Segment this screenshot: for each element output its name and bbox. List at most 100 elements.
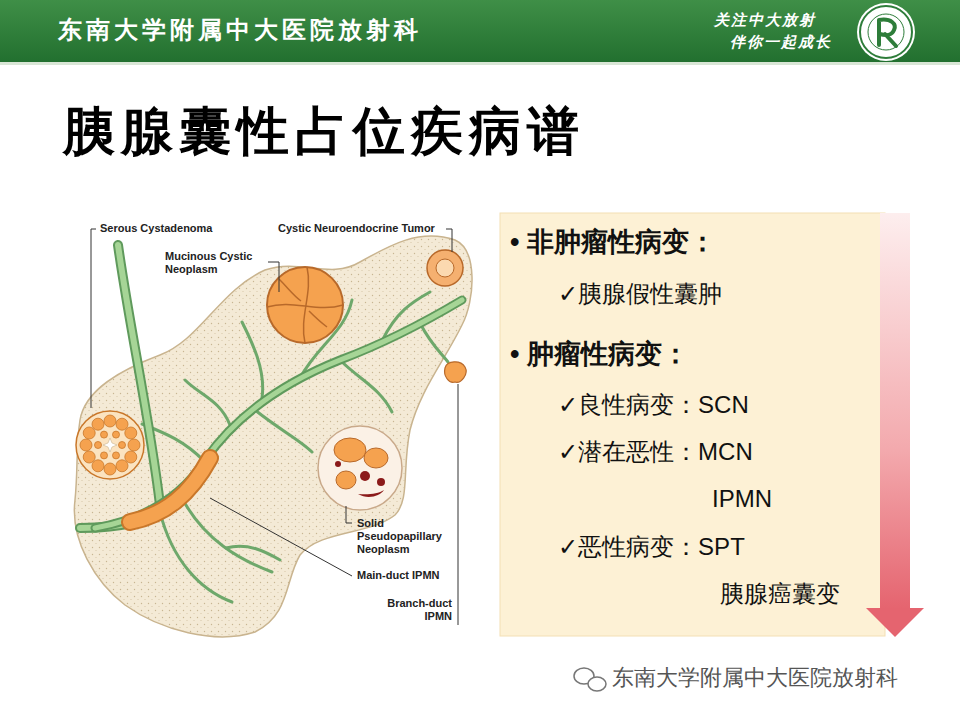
bile-duct	[80, 245, 160, 528]
check-item: IPMN	[712, 485, 772, 514]
wechat-icon	[574, 668, 606, 691]
serous-cystadenoma	[92, 460, 104, 472]
pancreas-illustration	[74, 236, 472, 637]
branch-duct	[420, 323, 448, 362]
part-label: Main-duct IPMN	[357, 569, 440, 582]
cystic-neuroendocrine-tumor	[427, 250, 463, 286]
branch-duct	[340, 360, 392, 412]
hospital-logo	[857, 3, 915, 61]
branch-duct	[160, 512, 232, 602]
classification-panel: • 非肿瘤性病变： ✓胰腺假性囊肿 • 肿瘤性病变： ✓良性病变：SCN ✓潜在恶性：M…	[500, 213, 882, 636]
pancreas-illustration	[74, 236, 472, 637]
serous-cystadenoma	[95, 442, 102, 449]
solid-pseudopapillary-neoplasm	[334, 438, 366, 462]
hospital-logo	[857, 3, 915, 61]
part-label: Solid Pseudopapillary Neoplasm	[357, 517, 449, 557]
serous-cystadenoma	[92, 418, 104, 430]
main-duct-ipmn	[130, 458, 210, 522]
mucinous-cystic-neoplasm	[279, 279, 301, 301]
solid-pseudopapillary-neoplasm	[336, 471, 356, 489]
serous-cystadenoma	[125, 451, 137, 463]
solid-pseudopapillary-neoplasm	[318, 426, 402, 510]
main-pancreatic-duct	[95, 300, 462, 528]
branch-duct-ipmn	[445, 362, 466, 382]
slogan-line: 伴你一起成长	[730, 33, 832, 51]
main-duct-ipmn	[130, 458, 210, 522]
serous-cystadenoma	[80, 439, 92, 451]
hospital-logo	[860, 6, 912, 58]
slogan-line: 关注中大放射	[714, 11, 816, 29]
serous-cystadenoma	[83, 451, 95, 463]
solid-pseudopapillary-neoplasm	[377, 478, 385, 486]
severity-arrow	[866, 213, 924, 637]
leader-line	[346, 506, 352, 523]
serous-cystadenoma	[116, 460, 128, 472]
mucinous-cystic-neoplasm	[267, 267, 343, 343]
serous-cystadenoma	[80, 415, 140, 475]
watermark: 东南大学附属中大医院放射科	[612, 665, 898, 691]
hospital-logo	[879, 20, 896, 46]
serous-cystadenoma	[101, 452, 108, 459]
check-item: ✓胰腺假性囊肿	[558, 280, 722, 309]
part-label: Mucinous Cystic Neoplasm	[165, 250, 270, 276]
check-item: ✓潜在恶性：MCN	[558, 438, 753, 467]
serous-cystadenoma	[103, 438, 117, 452]
leader-line	[91, 229, 96, 408]
serous-cystadenoma	[76, 411, 144, 479]
bile-duct	[80, 245, 160, 528]
serous-cystadenoma	[113, 431, 120, 438]
wechat-icon	[588, 677, 606, 691]
serous-cystadenoma	[119, 442, 126, 449]
header-rule	[0, 62, 960, 65]
check-item: ✓恶性病变：SPT	[558, 533, 745, 562]
severity-arrow	[866, 608, 924, 637]
mucinous-cystic-neoplasm	[303, 267, 308, 343]
serous-cystadenoma	[101, 431, 108, 438]
leader-line	[210, 498, 352, 576]
serous-cystadenoma	[104, 415, 116, 427]
serous-cystadenoma	[83, 427, 95, 439]
branch-duct	[182, 498, 272, 572]
bile-duct	[80, 245, 160, 528]
part-label: Serous Cystadenoma	[100, 222, 212, 235]
branch-duct	[226, 546, 280, 560]
serous-cystadenoma	[128, 439, 140, 451]
part-label: Branch-duct IPMN	[380, 597, 452, 623]
branch-duct	[242, 322, 263, 398]
cystic-neuroendocrine-tumor	[436, 259, 454, 277]
check-item: ✓良性病变：SCN	[558, 391, 749, 420]
serous-cystadenoma	[113, 452, 120, 459]
solid-pseudopapillary-neoplasm	[358, 490, 384, 497]
leader-line	[458, 384, 459, 625]
leader-line	[268, 262, 279, 292]
serous-cystadenoma	[76, 411, 144, 479]
leader-line	[91, 229, 458, 625]
serous-cystadenoma	[104, 463, 116, 475]
solid-pseudopapillary-neoplasm	[318, 426, 402, 510]
header-band: 东南大学附属中大医院放射科 关注中大放射伴你一起成长	[0, 0, 960, 62]
mucinous-cystic-neoplasm	[309, 311, 327, 327]
slide-title: 胰腺囊性占位疾病谱	[63, 100, 585, 162]
header-band-fill	[0, 0, 960, 62]
header-title: 东南大学附属中大医院放射科	[58, 16, 422, 45]
mucinous-cystic-neoplasm	[267, 267, 343, 343]
main-pancreatic-duct	[95, 300, 462, 528]
severity-arrow	[880, 213, 910, 609]
cystic-neuroendocrine-tumor	[427, 250, 463, 286]
bullet-heading: • 非肿瘤性病变：	[510, 226, 716, 258]
part-label: Cystic Neuroendocrine Tumor	[278, 222, 435, 235]
branch-duct	[255, 410, 312, 452]
solid-pseudopapillary-neoplasm	[360, 471, 370, 481]
hospital-logo	[868, 14, 904, 50]
check-item: 胰腺癌囊变	[720, 580, 840, 609]
branch-duct-ipmn	[445, 362, 466, 382]
leader-line	[446, 229, 452, 252]
serous-cystadenoma	[125, 427, 137, 439]
solid-pseudopapillary-neoplasm	[335, 461, 341, 467]
bullet-heading: • 肿瘤性病变：	[510, 338, 689, 370]
serous-cystadenoma	[116, 418, 128, 430]
mucinous-cystic-neoplasm	[267, 267, 343, 343]
branch-duct	[185, 380, 230, 425]
solid-pseudopapillary-neoplasm	[364, 448, 388, 468]
